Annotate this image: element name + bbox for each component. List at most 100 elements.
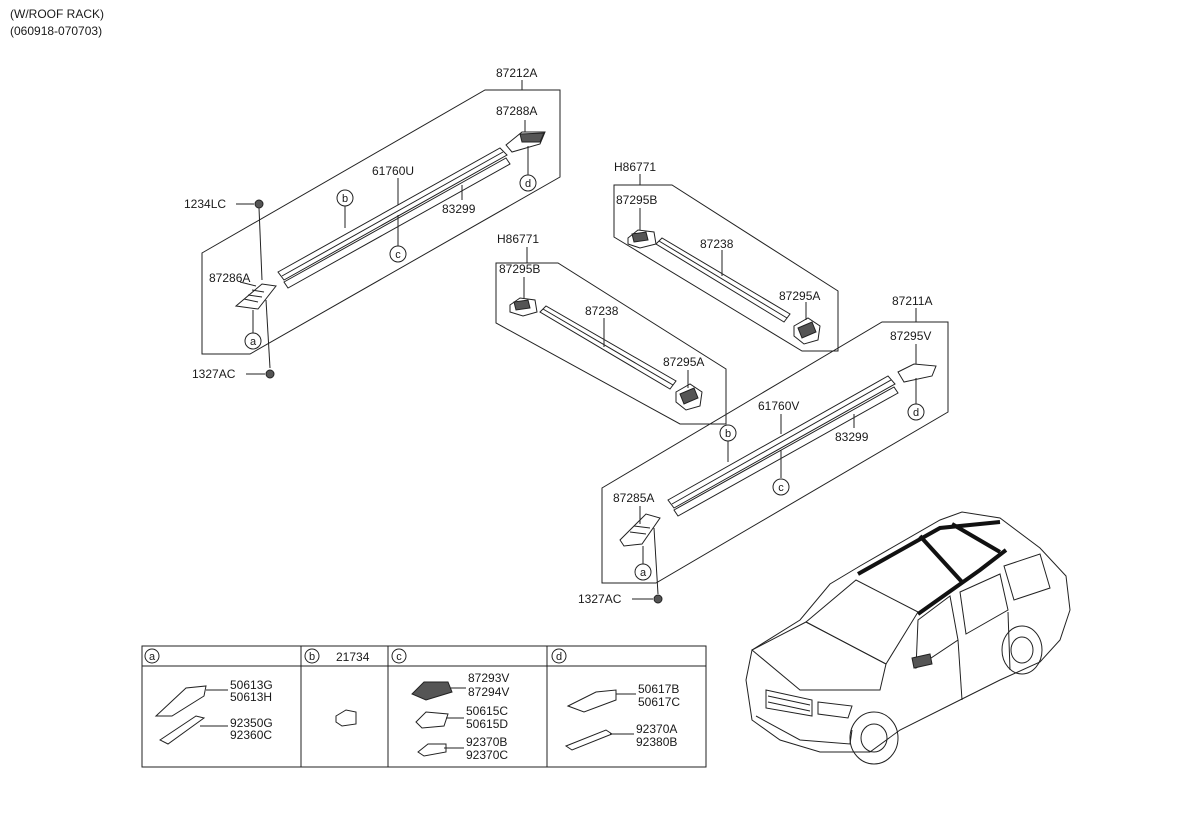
- left-strip-label[interactable]: 83299: [442, 202, 476, 216]
- cross-bar-2-outline: [613, 184, 839, 352]
- legend-a-item-1-line-2[interactable]: 50613H: [230, 690, 272, 704]
- svg-text:c: c: [395, 249, 401, 261]
- legend-d-item-2-line-1[interactable]: 92370A: [636, 722, 677, 736]
- left-screw: [254, 199, 264, 209]
- legend-a-item-2-line-2[interactable]: 92360C: [230, 728, 272, 742]
- left-rail-label[interactable]: 61760U: [372, 164, 414, 178]
- left-rack-assembly-label[interactable]: 87212A: [496, 66, 537, 80]
- cross-bar-2-group: H86771 87295B 87238 87295A: [613, 160, 839, 352]
- legend-a-item-2-line-1[interactable]: 92350G: [230, 716, 273, 730]
- legend-b-part[interactable]: 21734: [336, 650, 370, 664]
- right-end-cap-front-label[interactable]: 87285A: [613, 491, 654, 505]
- left-rack-outline: [201, 89, 561, 355]
- legend-d-part-2: [564, 729, 614, 751]
- legend-d-letter-circle: [551, 648, 567, 664]
- cross-bar-1-group: H86771 87295B 87238 87295A: [495, 232, 727, 425]
- cross-bar-1-outline: [495, 262, 727, 425]
- car-headlight: [817, 701, 853, 719]
- legend-border: [141, 645, 707, 768]
- car-wheel-rear: [1001, 625, 1043, 675]
- cross-bar-2-bracket-right-label[interactable]: 87295A: [779, 289, 820, 303]
- legend-c-item-1-line-1[interactable]: 87293V: [468, 671, 509, 685]
- right-clip-label[interactable]: 1327AC: [578, 592, 622, 606]
- legend-c-part-2: [415, 711, 449, 729]
- legend-d-item-1-line-2[interactable]: 50617C: [638, 695, 680, 709]
- svg-text:d: d: [556, 651, 562, 663]
- svg-text:c: c: [396, 651, 402, 663]
- svg-text:d: d: [913, 407, 919, 419]
- cross-bar-1-bracket-left-label[interactable]: 87295B: [499, 262, 540, 276]
- legend-c-item-2-line-1[interactable]: 50615C: [466, 704, 508, 718]
- legend-d-part-1: [566, 689, 617, 713]
- car-window-quarter: [1003, 553, 1051, 601]
- legend-d-item-1-line-1[interactable]: 50617B: [638, 682, 679, 696]
- left-screw-label[interactable]: 1234LC: [184, 197, 226, 211]
- car-bumper: [755, 715, 853, 745]
- legend-c-letter-circle: [391, 648, 407, 664]
- legend-b-letter-circle: [304, 648, 320, 664]
- legend-c-part-1: [411, 681, 453, 701]
- cross-bar-2-bracket-left-label[interactable]: 87295B: [616, 193, 657, 207]
- right-strip: [673, 386, 899, 517]
- car-cross-bar-2: [950, 522, 1002, 554]
- cross-bar-1-bar-label[interactable]: 87238: [585, 304, 619, 318]
- right-rack-group: 87211A 87295V d 61760V 83299 b c 87285A: [578, 294, 949, 606]
- car-roof-rail-right: [916, 548, 1008, 616]
- right-end-cap-rear-label[interactable]: 87295V: [890, 329, 931, 343]
- left-end-cap-rear-label[interactable]: 87288A: [496, 104, 537, 118]
- left-clip: [265, 369, 275, 379]
- legend-a-part-2: [159, 715, 206, 745]
- right-end-cap-rear: [897, 363, 937, 383]
- legend-b-part-shape: [335, 709, 357, 727]
- car-mirror: [911, 653, 933, 669]
- left-strip: [283, 157, 511, 289]
- legend-c-item-2-line-2[interactable]: 50615D: [466, 717, 508, 731]
- car-cross-bar-1: [918, 534, 964, 584]
- left-callout-c[interactable]: [389, 245, 407, 263]
- legend-table: a 50613G 50613H 92350G 92360C b 21734 c …: [141, 645, 707, 768]
- right-strip-label[interactable]: 83299: [835, 430, 869, 444]
- right-callout-a[interactable]: [634, 563, 652, 581]
- svg-text:b: b: [309, 651, 315, 663]
- car-hood: [751, 621, 887, 691]
- car-body: [745, 511, 1071, 753]
- svg-text:a: a: [149, 651, 156, 663]
- vehicle-illustration: [745, 511, 1071, 765]
- right-end-cap-front: [619, 513, 661, 547]
- legend-c-item-1-line-2[interactable]: 87294V: [468, 685, 509, 699]
- svg-text:a: a: [250, 336, 257, 348]
- svg-text:d: d: [525, 178, 531, 190]
- svg-text:b: b: [342, 193, 348, 205]
- legend-a-part-1: [154, 685, 207, 717]
- right-rack-outline: [601, 321, 949, 584]
- car-grille: [765, 689, 813, 717]
- right-rack-assembly-label[interactable]: 87211A: [892, 294, 932, 308]
- right-callout-c[interactable]: [772, 478, 790, 496]
- header-line-2: (060918-070703): [10, 24, 102, 38]
- cross-bar-2-assembly-label[interactable]: H86771: [614, 160, 656, 174]
- legend-c-item-3-line-2[interactable]: 92370C: [466, 748, 508, 762]
- cross-bar-1-bracket-right-label[interactable]: 87295A: [663, 355, 704, 369]
- car-wheel-front: [849, 711, 899, 765]
- legend-a-item-1-line-1[interactable]: 50613G: [230, 678, 273, 692]
- right-callout-d[interactable]: [907, 403, 925, 421]
- legend-d-item-2-line-2[interactable]: 92380B: [636, 735, 677, 749]
- car-roof-rail-left: [857, 520, 1001, 576]
- left-clip-label[interactable]: 1327AC: [192, 367, 236, 381]
- left-callout-a[interactable]: [244, 332, 262, 350]
- legend-c-part-3: [417, 743, 447, 757]
- left-callout-d[interactable]: [519, 174, 537, 192]
- svg-text:b: b: [725, 428, 731, 440]
- cross-bar-2-bar-label[interactable]: 87238: [700, 237, 734, 251]
- right-rail-label[interactable]: 61760V: [758, 399, 799, 413]
- right-clip: [653, 594, 663, 604]
- svg-text:a: a: [640, 567, 647, 579]
- left-rack-group: 87212A 87288A d 61760U 83299 b c 1234LC: [184, 66, 561, 381]
- left-end-cap-front-label[interactable]: 87286A: [209, 271, 250, 285]
- legend-a-letter-circle: [144, 648, 160, 664]
- svg-text:c: c: [778, 482, 784, 494]
- cross-bar-1-assembly-label[interactable]: H86771: [497, 232, 539, 246]
- header-line-1: (W/ROOF RACK): [10, 7, 104, 21]
- legend-c-item-3-line-1[interactable]: 92370B: [466, 735, 507, 749]
